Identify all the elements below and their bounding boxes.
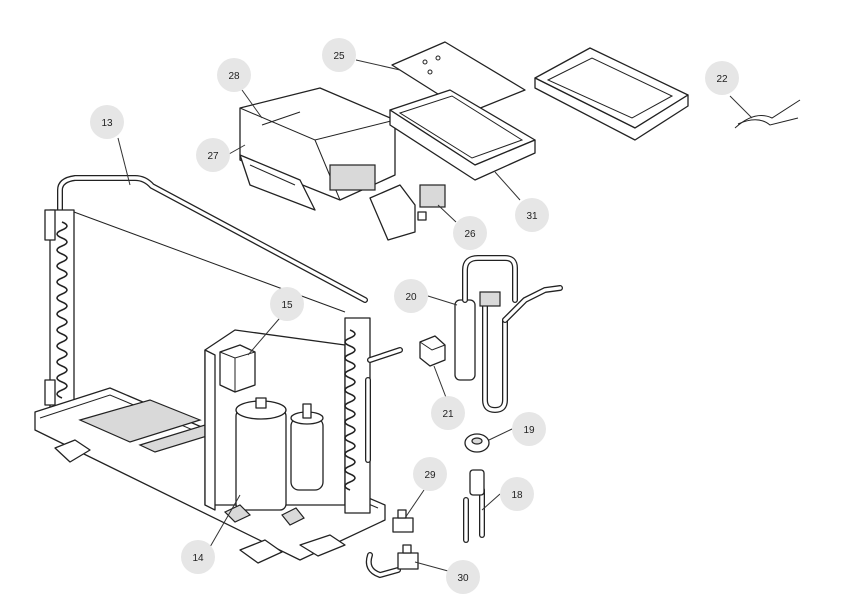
callout-15: 15 <box>270 287 304 321</box>
part-20-valve-assembly <box>454 255 563 414</box>
callout-18-label: 18 <box>511 490 523 501</box>
callout-30-label: 30 <box>457 573 469 584</box>
callout-31: 31 <box>515 198 549 232</box>
part-14-compressor <box>223 397 324 526</box>
callout-25: 25 <box>322 38 356 72</box>
callout-13-label: 13 <box>101 118 113 129</box>
callout-26-label: 26 <box>464 229 476 240</box>
part-27-mounting-plate <box>239 154 316 211</box>
callout-22: 22 <box>705 61 739 95</box>
part-19-valve-coil <box>464 433 490 453</box>
leader-lines <box>117 59 753 572</box>
callout-15-label: 15 <box>281 300 293 311</box>
callout-18: 18 <box>500 477 534 511</box>
callout-20: 20 <box>394 279 428 313</box>
part-18-expansion-valve <box>463 469 485 543</box>
part-22-sensor-wire <box>734 99 801 129</box>
callout-29-label: 29 <box>424 470 436 481</box>
callout-19: 19 <box>512 412 546 446</box>
part-31-tray <box>389 89 536 181</box>
part-21-coil <box>419 335 446 367</box>
top-cover-panel <box>534 47 689 141</box>
callout-22-label: 22 <box>716 74 728 85</box>
callout-19-label: 19 <box>523 425 535 436</box>
callout-28: 28 <box>217 58 251 92</box>
callout-21-label: 21 <box>442 409 454 420</box>
callout-14-label: 14 <box>192 553 204 564</box>
callout-27-label: 27 <box>207 151 219 162</box>
callout-31-label: 31 <box>526 211 538 222</box>
callout-30: 30 <box>446 560 480 594</box>
part-26-terminal-bracket <box>369 184 446 241</box>
callout-26: 26 <box>453 216 487 250</box>
callout-21: 21 <box>431 396 465 430</box>
callout-13: 13 <box>90 105 124 139</box>
callout-25-label: 25 <box>333 51 345 62</box>
callout-28-label: 28 <box>228 71 240 82</box>
callout-14: 14 <box>181 540 215 574</box>
callout-27: 27 <box>196 138 230 172</box>
callout-20-label: 20 <box>405 292 417 303</box>
part-30-service-valve <box>365 544 419 579</box>
part-29-service-valve <box>392 509 414 533</box>
callout-29: 29 <box>413 457 447 491</box>
part-15-terminal-box <box>219 344 256 393</box>
